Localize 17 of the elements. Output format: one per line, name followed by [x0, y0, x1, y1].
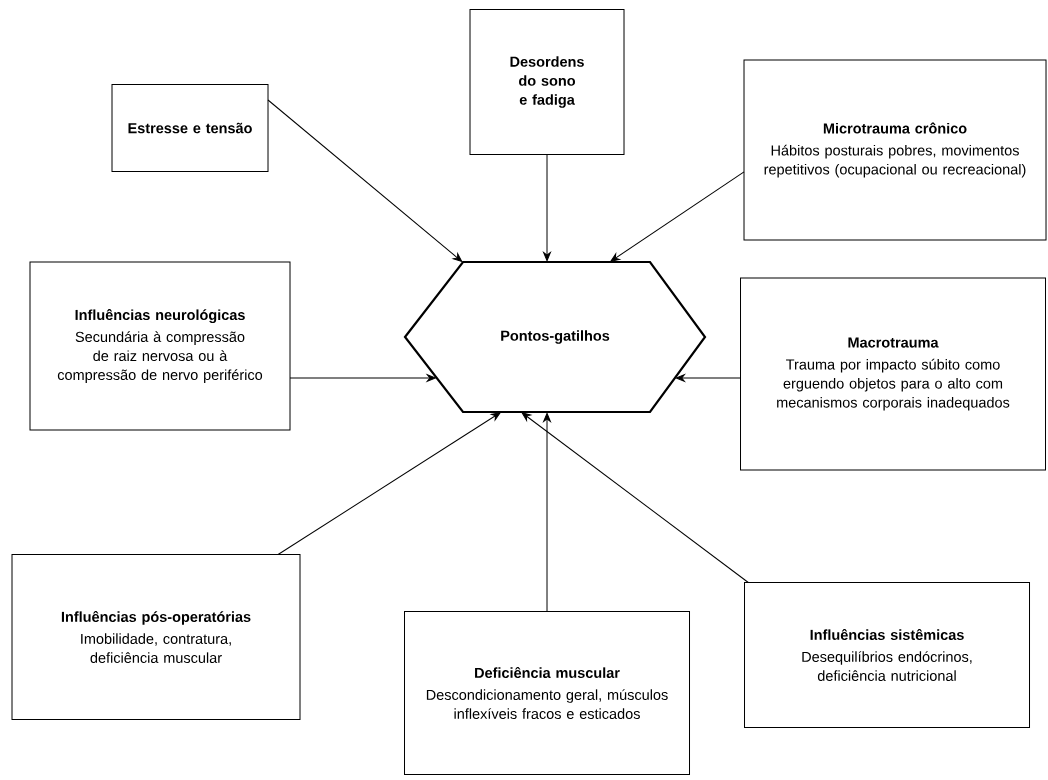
- text-box: Desordens do sono e fadiga: [469, 9, 625, 155]
- text-box: Influências pós-operatórias Imobilidade, contratura, deficiência muscular: [11, 554, 301, 720]
- arrow: [543, 412, 551, 612]
- hexagon: Pontos-gatilhos: [403, 260, 707, 414]
- text-box: Deficiência muscular Descondicionamento geral, músculos inflexíveis fracos e esticados: [404, 611, 690, 775]
- arrow: [675, 374, 741, 382]
- arrow: [277, 412, 501, 555]
- arrow: [610, 171, 745, 262]
- arrow: [289, 374, 436, 382]
- arrow: [521, 412, 749, 583]
- text-box: Macrotrauma Trauma por impacto súbito como erguendo objetos para o alto com mecanismos corporais inadequados: [740, 277, 1046, 471]
- text-box: Influências neurológicas Secundária à compressão de raiz nervosa ou à compressão de nervo periférico: [29, 261, 291, 431]
- text-box: Influências sistêmicas Desequilíbrios endócrinos, deficiência nutricional: [744, 582, 1030, 728]
- arrow: [267, 99, 463, 262]
- text-box: Microtrauma crônico Hábitos posturais pobres, movimentos repetitivos (ocupacional ou recreacional): [743, 59, 1047, 241]
- arrow: [543, 154, 551, 262]
- text-box: Estresse e tensão: [111, 84, 269, 172]
